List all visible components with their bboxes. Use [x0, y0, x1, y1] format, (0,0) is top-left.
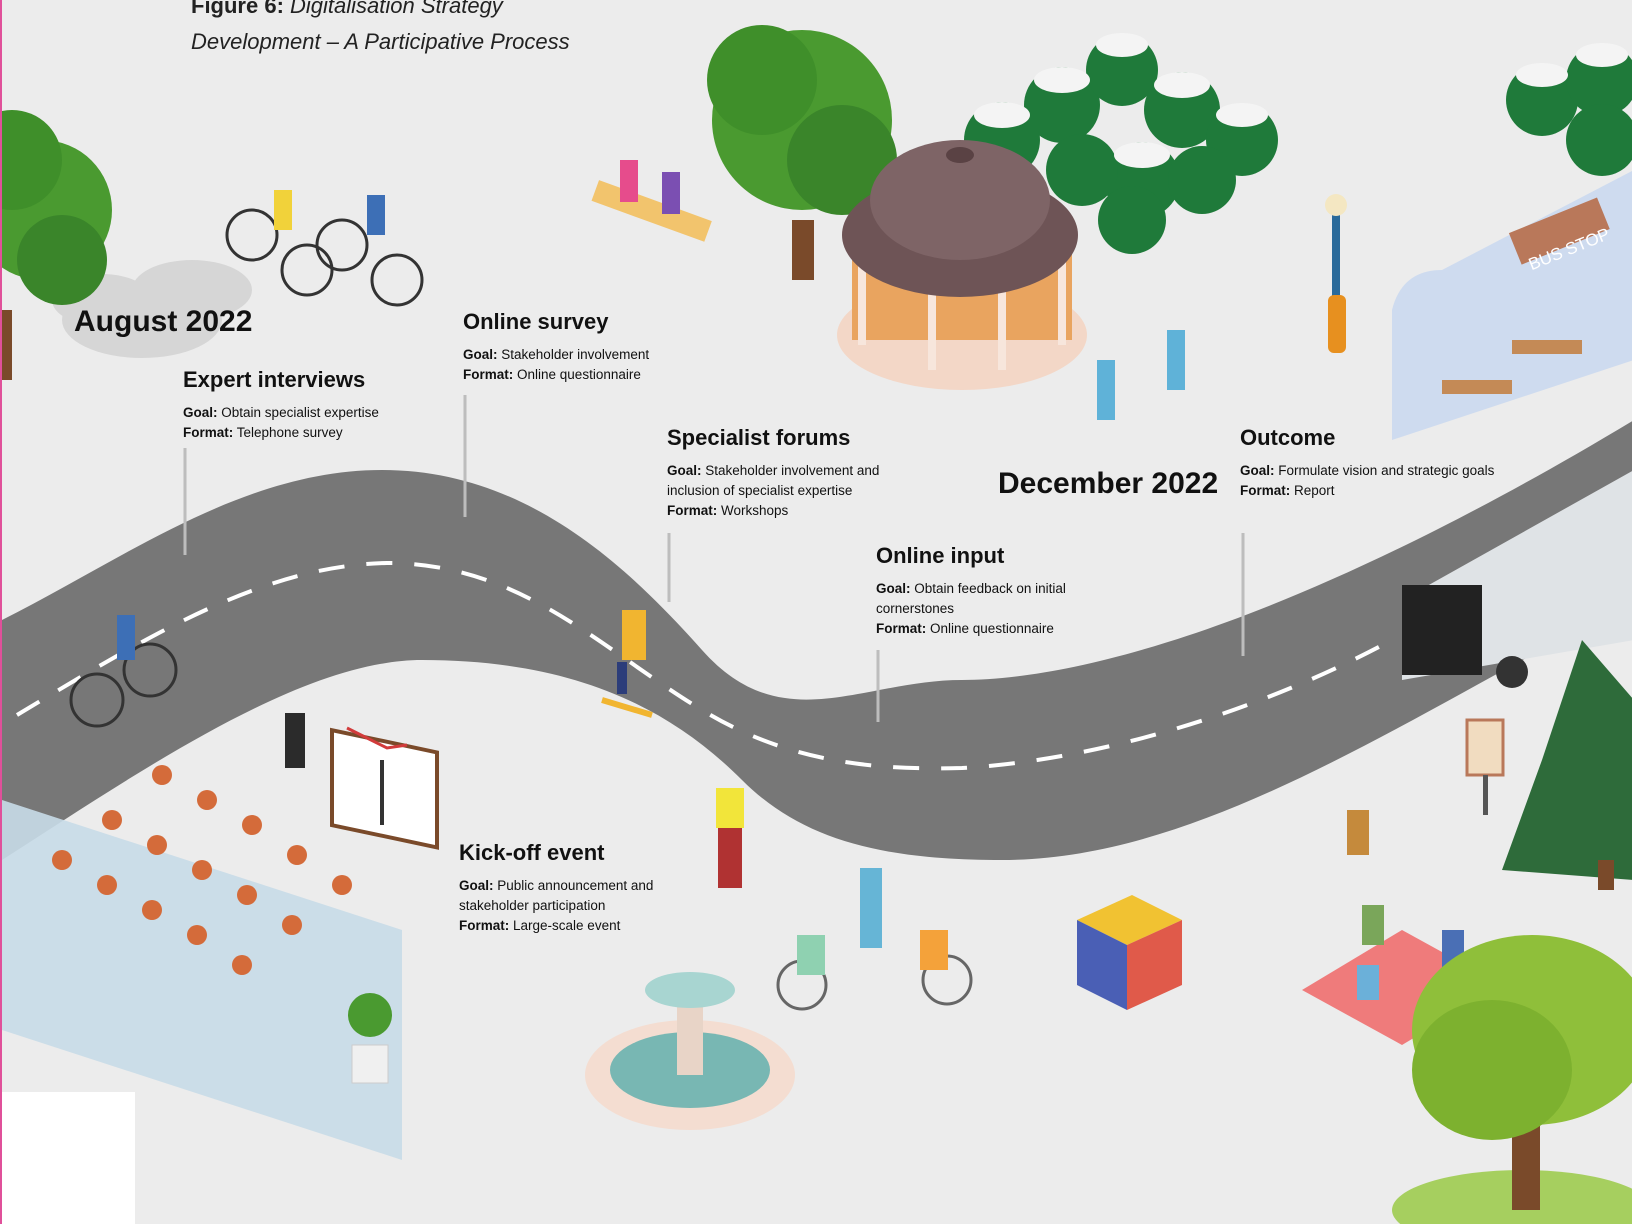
date-end: December 2022 [998, 467, 1219, 500]
step-online-survey: Online survey Goal: Stakeholder involvem… [463, 309, 703, 385]
wheelchair-group [776, 330, 1185, 1011]
format-label: Format: [667, 503, 718, 518]
format-label: Format: [183, 425, 234, 440]
step-goal: Public announcement and stakeholder part… [459, 878, 654, 913]
tree-left [2, 110, 112, 380]
fountain [585, 972, 795, 1130]
step-title: Specialist forums [667, 425, 851, 450]
goal-label: Goal: [463, 347, 498, 362]
presentation-board [285, 713, 439, 850]
figure-label: Figure 6: [191, 0, 284, 18]
willow-tree [1392, 935, 1632, 1224]
step-outcome: Outcome Goal: Formulate vision and strat… [1240, 425, 1510, 501]
step-format: Report [1294, 483, 1335, 498]
figure-caption: Figure 6: Digitalisation Strategy Develo… [191, 0, 570, 60]
blank-corner-box [2, 1092, 135, 1224]
potted-plant [348, 993, 392, 1084]
step-format: Online questionnaire [930, 621, 1054, 636]
goal-label: Goal: [667, 463, 702, 478]
scooter-person [601, 610, 653, 718]
format-label: Format: [463, 367, 514, 382]
step-title: Outcome [1240, 425, 1336, 450]
pine-tree [1502, 640, 1632, 890]
tree-center [707, 25, 897, 280]
figure-title-line1: Digitalisation Strategy [290, 0, 503, 18]
leader-lines [183, 395, 1245, 722]
step-goal: Obtain specialist expertise [221, 405, 379, 420]
goal-label: Goal: [1240, 463, 1275, 478]
picnic [1302, 810, 1502, 1045]
goal-label: Goal: [459, 878, 494, 893]
phone-person [716, 788, 744, 888]
step-format: Large-scale event [513, 918, 621, 933]
goal-label: Goal: [183, 405, 218, 420]
step-title: Online input [876, 543, 1005, 568]
format-label: Format: [459, 918, 510, 933]
step-specialist-forums: Specialist forums Goal: Stakeholder invo… [667, 425, 892, 521]
cyclist-figures [117, 190, 385, 660]
step-goal: Stakeholder involvement [501, 347, 650, 362]
step-format: Online questionnaire [517, 367, 641, 382]
date-start: August 2022 [74, 305, 253, 338]
step-title: Online survey [463, 309, 609, 334]
step-goal: Formulate vision and strategic goals [1278, 463, 1495, 478]
audience [2, 765, 402, 1160]
step-goal: Obtain feedback on initial cornerstones [876, 581, 1066, 616]
bus-stop-shelter: BUS STOP [1392, 171, 1632, 440]
step-kick-off-event: Kick-off event Goal: Public announcement… [459, 840, 664, 936]
step-title: Kick-off event [459, 840, 605, 865]
format-label: Format: [876, 621, 927, 636]
pavilion [837, 140, 1087, 390]
step-goal: Stakeholder involvement and inclusion of… [667, 463, 880, 498]
step-format: Telephone survey [236, 425, 343, 440]
snow-caps [974, 33, 1628, 168]
road [2, 421, 1632, 860]
step-title: Expert interviews [183, 367, 366, 392]
bus [1402, 471, 1632, 688]
cyclists [69, 208, 424, 728]
figure-title-line2: Development – A Participative Process [191, 29, 570, 54]
cube-block [1077, 895, 1182, 1010]
bench-couple [591, 160, 712, 242]
lamp-post [1325, 194, 1347, 353]
step-expert-interviews: Expert interviews Goal: Obtain specialis… [183, 367, 423, 443]
goal-label: Goal: [876, 581, 911, 596]
step-format: Workshops [721, 503, 789, 518]
format-label: Format: [1240, 483, 1291, 498]
bus-sign-post [1465, 718, 1505, 815]
step-online-input: Online input Goal: Obtain feedback on in… [876, 543, 1076, 639]
